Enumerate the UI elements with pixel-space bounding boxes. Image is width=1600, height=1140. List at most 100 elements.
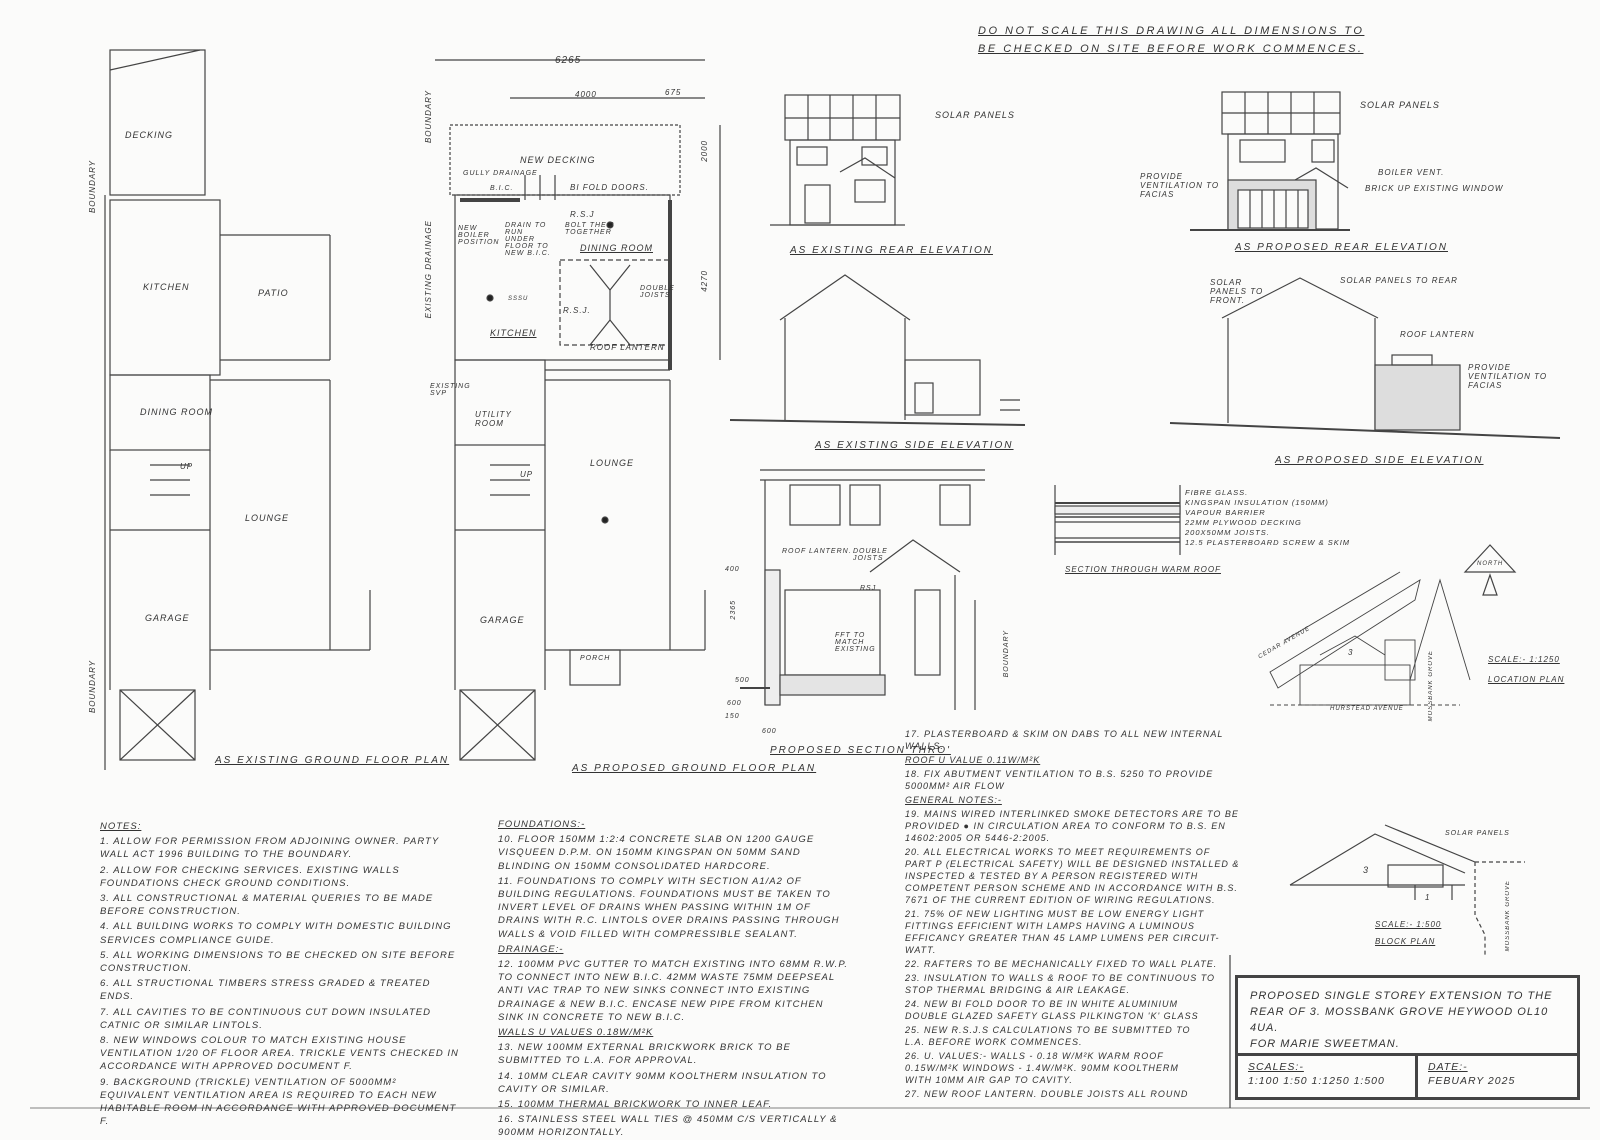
drain-route-label: Drain to run under floor to new B.I.C. bbox=[505, 222, 551, 257]
description-line-1: Proposed single storey extension to the bbox=[1250, 990, 1553, 1002]
warm-roof-section-drawing bbox=[1054, 485, 1181, 555]
description-line-2: rear of 3. Mossbank Grove Heywood OL10 4… bbox=[1250, 1006, 1549, 1034]
drainage-heading: Drainage:- bbox=[498, 943, 564, 955]
double-joists-label: Double Joists bbox=[853, 548, 888, 562]
note-item: 1. Allow for permission from adjoining o… bbox=[100, 836, 440, 861]
north-arrow-icon bbox=[1463, 544, 1517, 596]
dimension-overall-width: 6265 bbox=[555, 55, 582, 66]
street-label: Hurstead Avenue bbox=[1330, 706, 1404, 712]
dim-150: 150 bbox=[725, 713, 740, 720]
scales-label: Scales:- bbox=[1248, 1061, 1304, 1073]
stair-up-label: UP bbox=[520, 470, 534, 479]
note-item: 25. New R.S.J.s calculations to be submi… bbox=[905, 1025, 1191, 1047]
note-item: 13. New 100mm external brickwork brick t… bbox=[498, 1042, 791, 1067]
location-plan-drawing bbox=[1269, 571, 1471, 706]
date-label: Date:- bbox=[1428, 1061, 1468, 1073]
title-block: Proposed single storey extension to the … bbox=[1235, 975, 1580, 1100]
layer-label: Vapour Barrier bbox=[1185, 508, 1266, 517]
room-label-garage: Garage bbox=[145, 613, 190, 623]
new-boiler-position-label: New Boiler Position bbox=[458, 225, 500, 246]
dim-400: 400 bbox=[725, 566, 740, 573]
stair-up-label: UP bbox=[180, 462, 194, 471]
room-label-garage: Garage bbox=[480, 615, 525, 625]
dim-600: 600 bbox=[727, 700, 742, 707]
scale-warning: Do not scale this drawing all dimensions… bbox=[978, 22, 1364, 58]
note-item: 4. All building works to comply with Dom… bbox=[100, 921, 452, 946]
rsj-label: R.S.J bbox=[570, 210, 595, 219]
note-item: 15. 100mm thermal brickwork to inner lea… bbox=[498, 1099, 773, 1111]
note-item: 3. All constructional & material queries… bbox=[100, 893, 434, 918]
north-label: North bbox=[1477, 561, 1504, 567]
existing-drainage-label: Existing Drainage bbox=[424, 220, 433, 319]
roof-lantern-label: Roof Lantern. bbox=[782, 548, 852, 555]
date-cell: Date:- Febuary 2025 bbox=[1418, 1056, 1525, 1097]
note-item: 26. U. Values:- walls - 0.18 W/m²K warm … bbox=[905, 1051, 1179, 1085]
description-line-3: For Marie Sweetman. bbox=[1250, 1038, 1400, 1050]
dimension-side: 675 bbox=[665, 88, 682, 97]
existing-ground-floor-plan bbox=[104, 49, 371, 770]
svp-label: SSSU bbox=[508, 296, 529, 302]
provide-ventilation-label: Provide ventilation to facias bbox=[1468, 363, 1548, 390]
room-label-kitchen: Kitchen bbox=[490, 328, 537, 338]
boiler-vent-label: Boiler Vent. bbox=[1378, 168, 1445, 177]
solar-front-label: Solar Panels to front. bbox=[1210, 278, 1264, 305]
note-item: 5. All working dimensions to be checked … bbox=[100, 949, 456, 975]
room-label-dining: Dining Room bbox=[580, 243, 653, 253]
gully-drainage-label: Gully Drainage bbox=[463, 170, 538, 177]
rsj-label: RSJ bbox=[860, 585, 877, 592]
existing-side-elevation bbox=[729, 274, 1026, 426]
roof-lantern-label: Roof Lantern bbox=[1400, 330, 1475, 339]
caption-existing-ground-floor: As Existing Ground Floor Plan bbox=[215, 755, 450, 766]
notes-section: Notes: 1. Allow for permission from adjo… bbox=[100, 820, 460, 1130]
note-item: 11. Foundations to comply with Section A… bbox=[498, 875, 840, 940]
fft-match-label: FFT to match existing bbox=[835, 632, 876, 653]
block-plan-drawing bbox=[1289, 824, 1525, 955]
room-label-decking: Decking bbox=[125, 130, 174, 140]
rsj-label-2: R.S.J. bbox=[563, 306, 591, 315]
note-item: 10. Floor 150mm 1:2:4 concrete slab on 1… bbox=[498, 834, 815, 872]
foundations-section: Foundations:- 10. Floor 150mm 1:2:4 conc… bbox=[498, 818, 853, 1140]
note-item: 12. 100mm PVC gutter to match existing i… bbox=[498, 959, 849, 1023]
boundary-label: Boundary bbox=[424, 90, 433, 144]
dimension-depth-top: 2000 bbox=[700, 140, 709, 162]
scales-value: 1:100 1:50 1:1250 1:500 bbox=[1248, 1075, 1385, 1087]
caption-proposed-rear-elevation: As Proposed Rear Elevation bbox=[1235, 242, 1448, 253]
note-item: 2. Allow for checking services. Existing… bbox=[100, 864, 400, 889]
boundary-label: Boundary bbox=[88, 660, 97, 714]
bi-fold-doors-label: Bi Fold Doors. bbox=[570, 183, 649, 192]
warning-line-2: be checked on site before work commences… bbox=[978, 43, 1364, 55]
street-label: Mossbank Grove bbox=[1428, 650, 1434, 722]
caption-proposed-side-elevation: As Proposed Side Elevation bbox=[1275, 455, 1484, 466]
dim-500: 500 bbox=[735, 677, 750, 684]
room-label-dining: Dining Room bbox=[140, 407, 213, 417]
solar-panels-label: Solar Panels bbox=[935, 110, 1015, 120]
solar-rear-label: Solar Panels to Rear bbox=[1340, 276, 1458, 285]
proposed-side-elevation bbox=[1169, 277, 1561, 439]
warning-line-1: Do not scale this drawing all dimensions… bbox=[978, 25, 1365, 37]
note-item: 20. All electrical works to meet require… bbox=[905, 847, 1240, 905]
note-item: 8. New windows colour to match existing … bbox=[100, 1035, 459, 1073]
block-plan-scale: Scale:- 1:500 bbox=[1375, 920, 1442, 929]
note-item: 24. New Bi fold door to be in white alum… bbox=[905, 999, 1199, 1021]
caption-proposed-ground-floor: As Proposed Ground Floor Plan bbox=[572, 763, 817, 774]
note-item: 18. Fix abutment ventilation to B.S. 525… bbox=[905, 769, 1214, 791]
room-label-lounge: Lounge bbox=[245, 513, 290, 523]
room-label-utility: Utility Room bbox=[475, 410, 512, 428]
layer-label: 200x50mm Joists. bbox=[1185, 528, 1270, 537]
proposed-section-drawing bbox=[740, 469, 985, 710]
scales-cell: Scales:- 1:100 1:50 1:1250 1:500 bbox=[1238, 1056, 1418, 1097]
solar-panels-label: Solar Panels bbox=[1445, 830, 1510, 837]
room-label-lounge: Lounge bbox=[590, 458, 635, 468]
note-item: 27. New roof lantern. Double joists all … bbox=[905, 1089, 1189, 1099]
dimension-depth-main: 4270 bbox=[700, 270, 709, 292]
caption-location-plan: Location Plan bbox=[1488, 675, 1565, 684]
room-label-porch: Porch bbox=[580, 655, 611, 662]
general-notes-heading: General Notes:- bbox=[905, 795, 1002, 805]
brick-up-label: Brick up existing window bbox=[1365, 184, 1504, 193]
proposed-rear-elevation bbox=[1190, 91, 1350, 231]
note-item: 6. All structional timbers stress graded… bbox=[100, 978, 431, 1003]
bolt-together-label: Bolt the 2 together bbox=[565, 222, 615, 236]
plot-number: 3 bbox=[1363, 865, 1370, 875]
walls-u-value-heading: Walls U Values 0.18W/m²K bbox=[498, 1027, 654, 1039]
